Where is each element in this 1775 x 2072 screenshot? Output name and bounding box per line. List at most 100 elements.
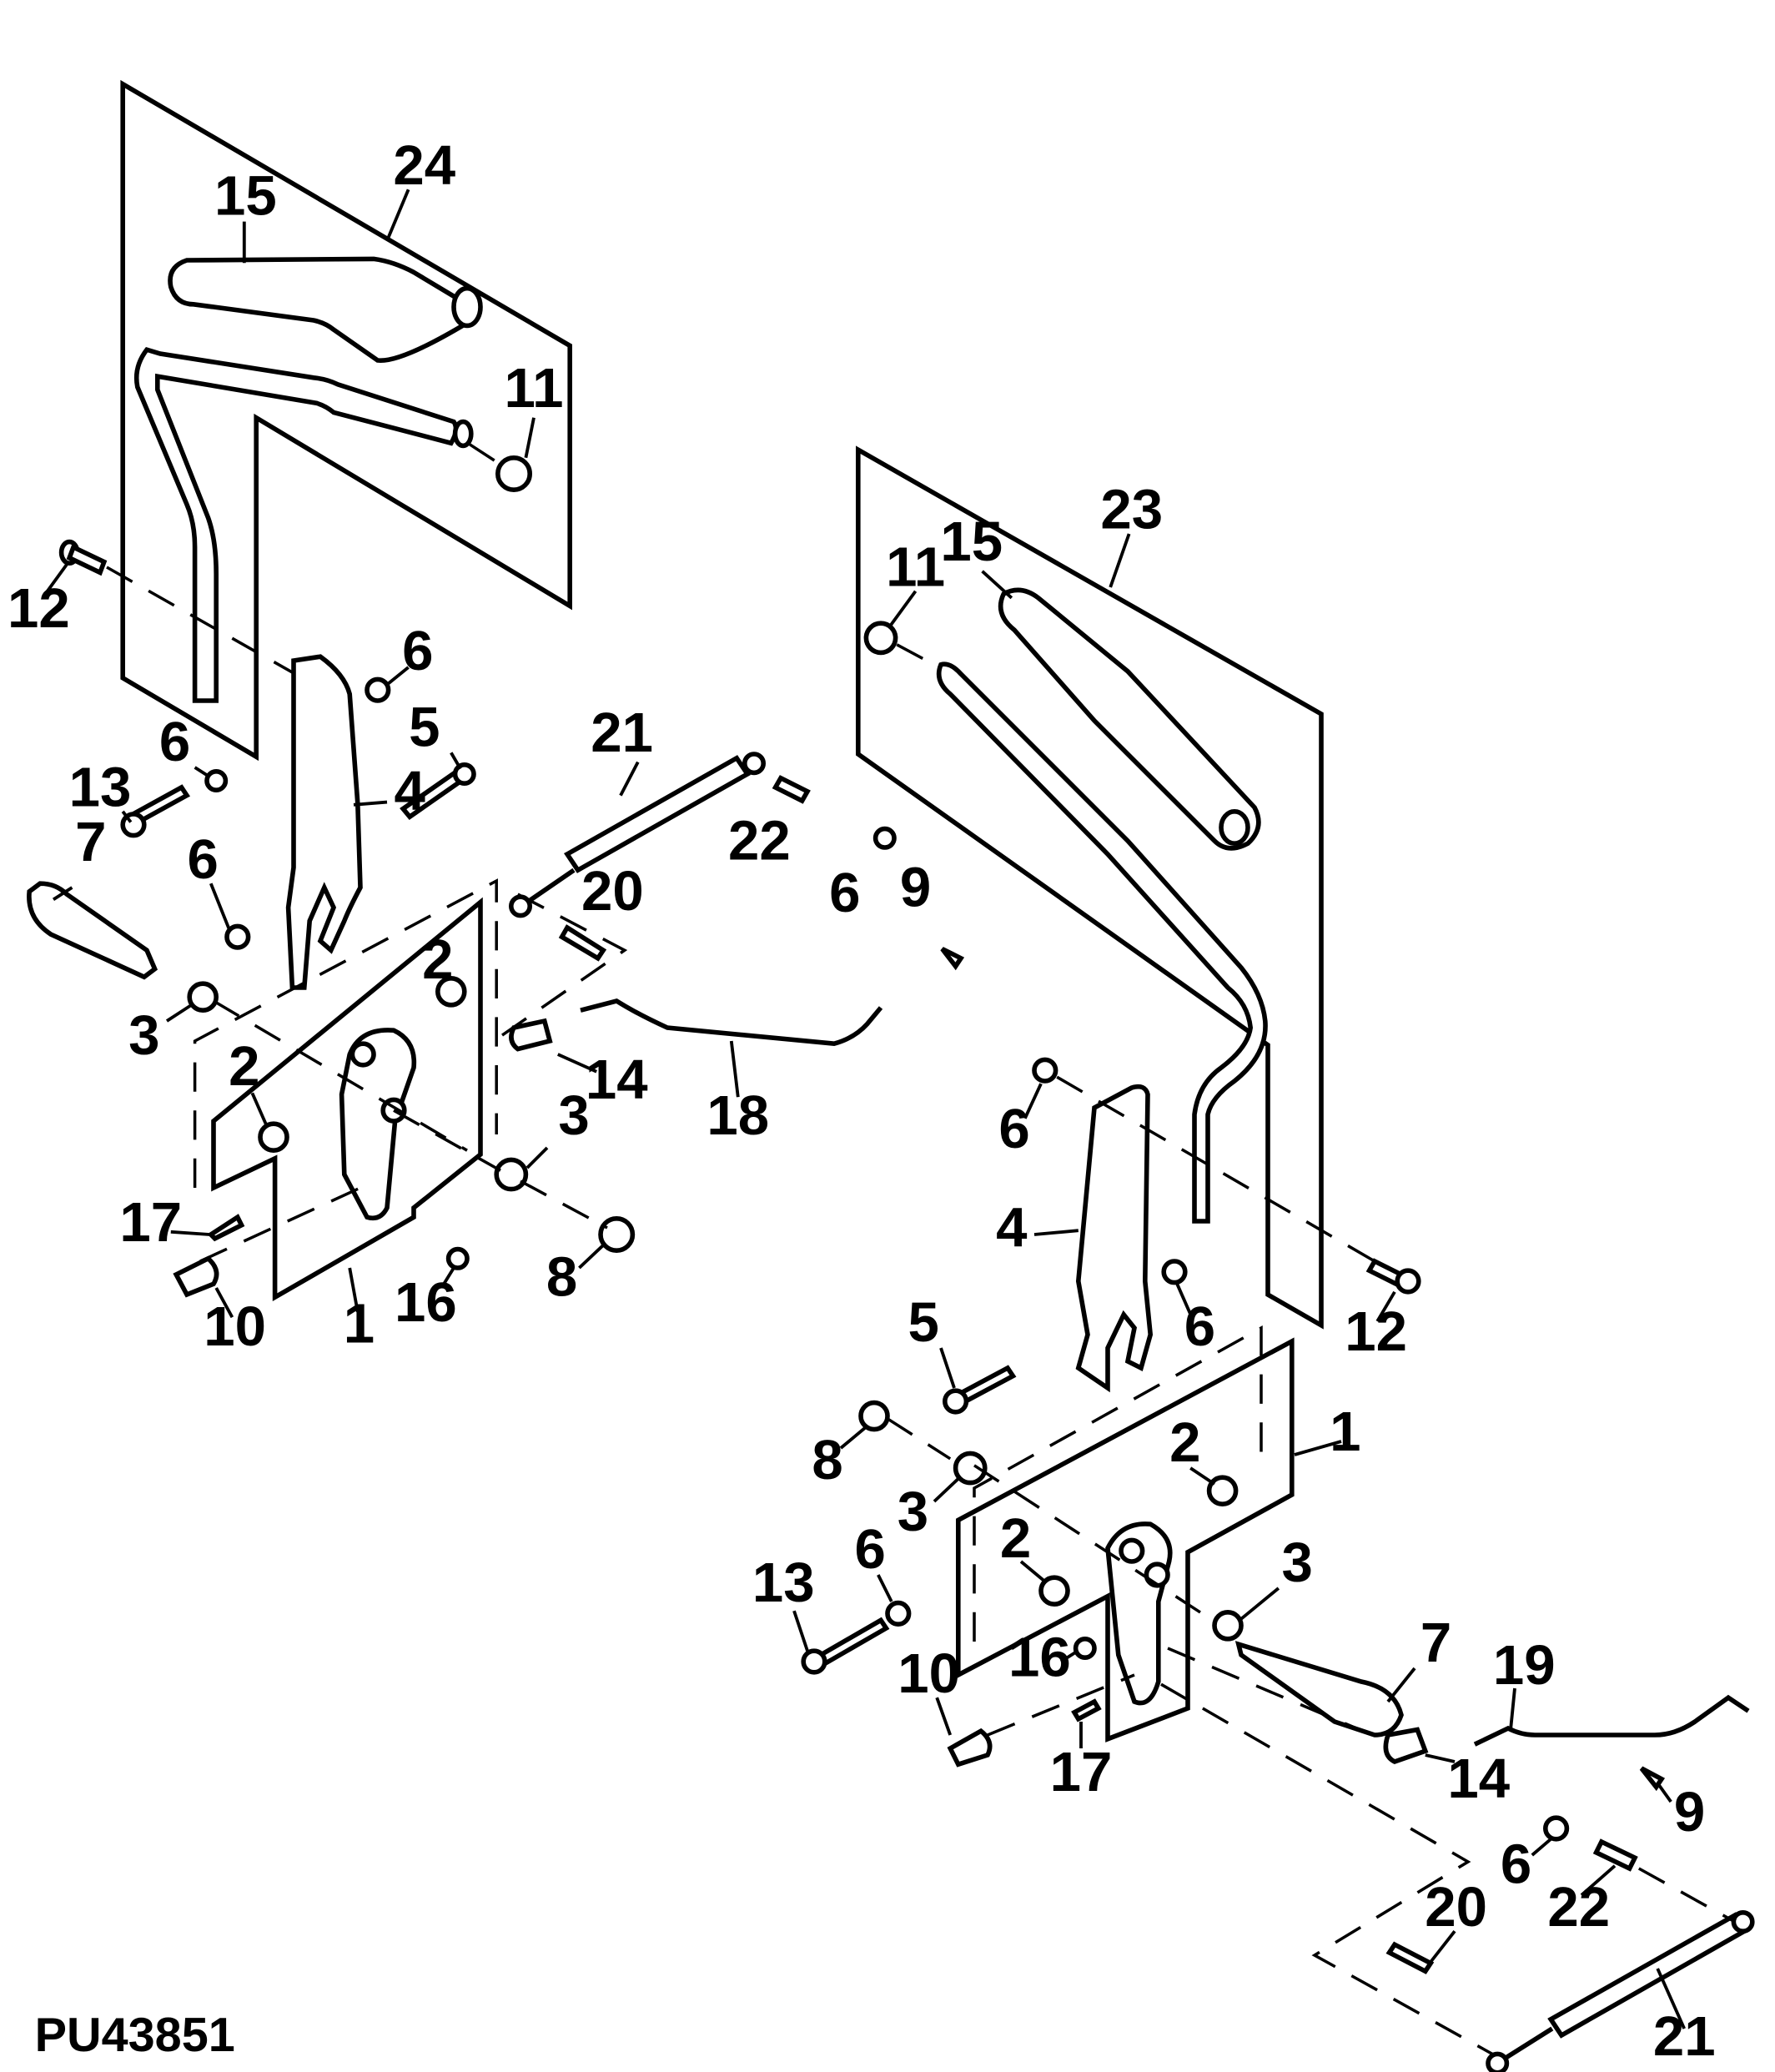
- callout-8: 8: [812, 1429, 842, 1491]
- knob-10-right: [947, 1728, 993, 1768]
- washer-2-d: [1038, 1575, 1070, 1607]
- nut-16-left: [445, 1246, 470, 1270]
- callout-2: 2: [422, 928, 453, 991]
- callout-11: 11: [504, 357, 563, 420]
- bolt-13-left: [120, 784, 191, 838]
- handle-bar-right: [936, 661, 1268, 1224]
- callout-13: 13: [69, 756, 132, 818]
- left-callout-labels: 24 15 11 12 6 5 6 13 4 6 7 21 22 6 20 9 …: [8, 134, 931, 1358]
- callout-17: 17: [1050, 1741, 1113, 1803]
- callout-2: 2: [1169, 1411, 1200, 1474]
- callout-15: 15: [940, 510, 1003, 573]
- pin-20-left: [558, 924, 607, 962]
- callout-20: 20: [1425, 1876, 1487, 1939]
- bushing-3-c: [953, 1451, 988, 1486]
- callout-5: 5: [409, 696, 440, 758]
- callout-10: 10: [898, 1642, 960, 1705]
- callout-3: 3: [898, 1481, 928, 1543]
- callout-3: 3: [128, 1004, 159, 1067]
- lever-arm-left: [339, 1028, 417, 1221]
- nut-8-right: [858, 1400, 890, 1432]
- shaft-7-right: [1234, 1641, 1404, 1738]
- bushing-3-a: [187, 981, 219, 1013]
- callout-6: 6: [855, 1518, 886, 1581]
- callout-13: 13: [752, 1551, 815, 1614]
- bolt-12-left: [58, 539, 108, 576]
- callout-4: 4: [996, 1196, 1027, 1259]
- left-handle-panel-24: [27, 79, 965, 1302]
- clip-9-left: [940, 947, 965, 971]
- link-rod-18-left: [580, 998, 883, 1047]
- callout-3: 3: [558, 1084, 589, 1147]
- callout-2: 2: [229, 1035, 259, 1098]
- nut-16-right: [1073, 1637, 1097, 1661]
- callout-14: 14: [586, 1049, 648, 1111]
- callout-9: 9: [1674, 1781, 1705, 1843]
- callout-8: 8: [546, 1246, 577, 1309]
- callout-22: 22: [1547, 1876, 1610, 1939]
- figure-reference-id: PU43851: [35, 2009, 235, 2062]
- pin-22-left: [772, 775, 811, 804]
- bushing-3-d: [1212, 1610, 1244, 1642]
- pin-22-right: [1592, 1838, 1638, 1872]
- washer-2-b: [258, 1121, 289, 1154]
- callout-2: 2: [1000, 1507, 1031, 1570]
- callout-6: 6: [1501, 1833, 1531, 1896]
- nut-6-e: [1032, 1057, 1058, 1084]
- callout-10: 10: [204, 1295, 266, 1358]
- callout-6: 6: [829, 862, 860, 924]
- bolt-5-left: [400, 762, 476, 820]
- callout-21: 21: [591, 702, 653, 764]
- callout-6: 6: [402, 620, 433, 682]
- callout-12: 12: [1345, 1300, 1407, 1363]
- callout-6: 6: [159, 711, 190, 773]
- link-rod-19-right: [1473, 1694, 1750, 1747]
- callout-16: 16: [1008, 1627, 1071, 1689]
- callout-24: 24: [393, 134, 455, 197]
- nut-6-a: [365, 676, 391, 703]
- washer-2-c: [1206, 1475, 1239, 1507]
- handle-bar-left: [133, 346, 459, 703]
- callout-7: 7: [75, 811, 106, 873]
- callout-7: 7: [1421, 1612, 1451, 1674]
- callout-9: 9: [900, 856, 931, 918]
- pin-17-left: [207, 1214, 245, 1242]
- grip-15-left: [168, 256, 472, 363]
- grip-15-right: [998, 587, 1261, 851]
- nut-6-d: [872, 826, 897, 850]
- nut-8-left: [598, 1216, 636, 1254]
- callout-23: 23: [1100, 479, 1163, 541]
- rod-end-14-left: [509, 1018, 553, 1052]
- callout-18: 18: [706, 1084, 769, 1147]
- shaft-7-left: [27, 881, 158, 980]
- right-leaders: [792, 533, 1686, 2029]
- callout-1: 1: [344, 1293, 375, 1355]
- callout-15: 15: [214, 165, 277, 228]
- pin-20-right: [1385, 1941, 1435, 1974]
- callout-20: 20: [581, 860, 644, 923]
- callout-6: 6: [1184, 1295, 1215, 1358]
- callout-21: 21: [1653, 2005, 1716, 2068]
- bracket-4-right: [1075, 1084, 1154, 1393]
- nut-6-f: [1161, 1259, 1188, 1285]
- callout-19: 19: [1493, 1634, 1556, 1697]
- washer-2-a: [435, 976, 467, 1008]
- callout-3: 3: [1282, 1531, 1313, 1594]
- callout-6: 6: [998, 1098, 1029, 1160]
- nut-6-c: [224, 923, 251, 950]
- nut-6-h: [1543, 1815, 1570, 1842]
- plug-11-right: [863, 621, 898, 656]
- callout-5: 5: [908, 1291, 939, 1354]
- nut-6-g: [885, 1600, 912, 1627]
- callout-6: 6: [188, 828, 219, 891]
- callout-4: 4: [395, 760, 425, 822]
- plate-1-right: [956, 1337, 1295, 1743]
- callout-11: 11: [886, 536, 945, 598]
- callout-1: 1: [1330, 1401, 1360, 1463]
- knob-10-left: [173, 1255, 219, 1298]
- bracket-4-left: [285, 654, 363, 990]
- plug-11-left: [495, 455, 533, 493]
- callout-17: 17: [119, 1191, 182, 1254]
- callout-12: 12: [8, 577, 70, 640]
